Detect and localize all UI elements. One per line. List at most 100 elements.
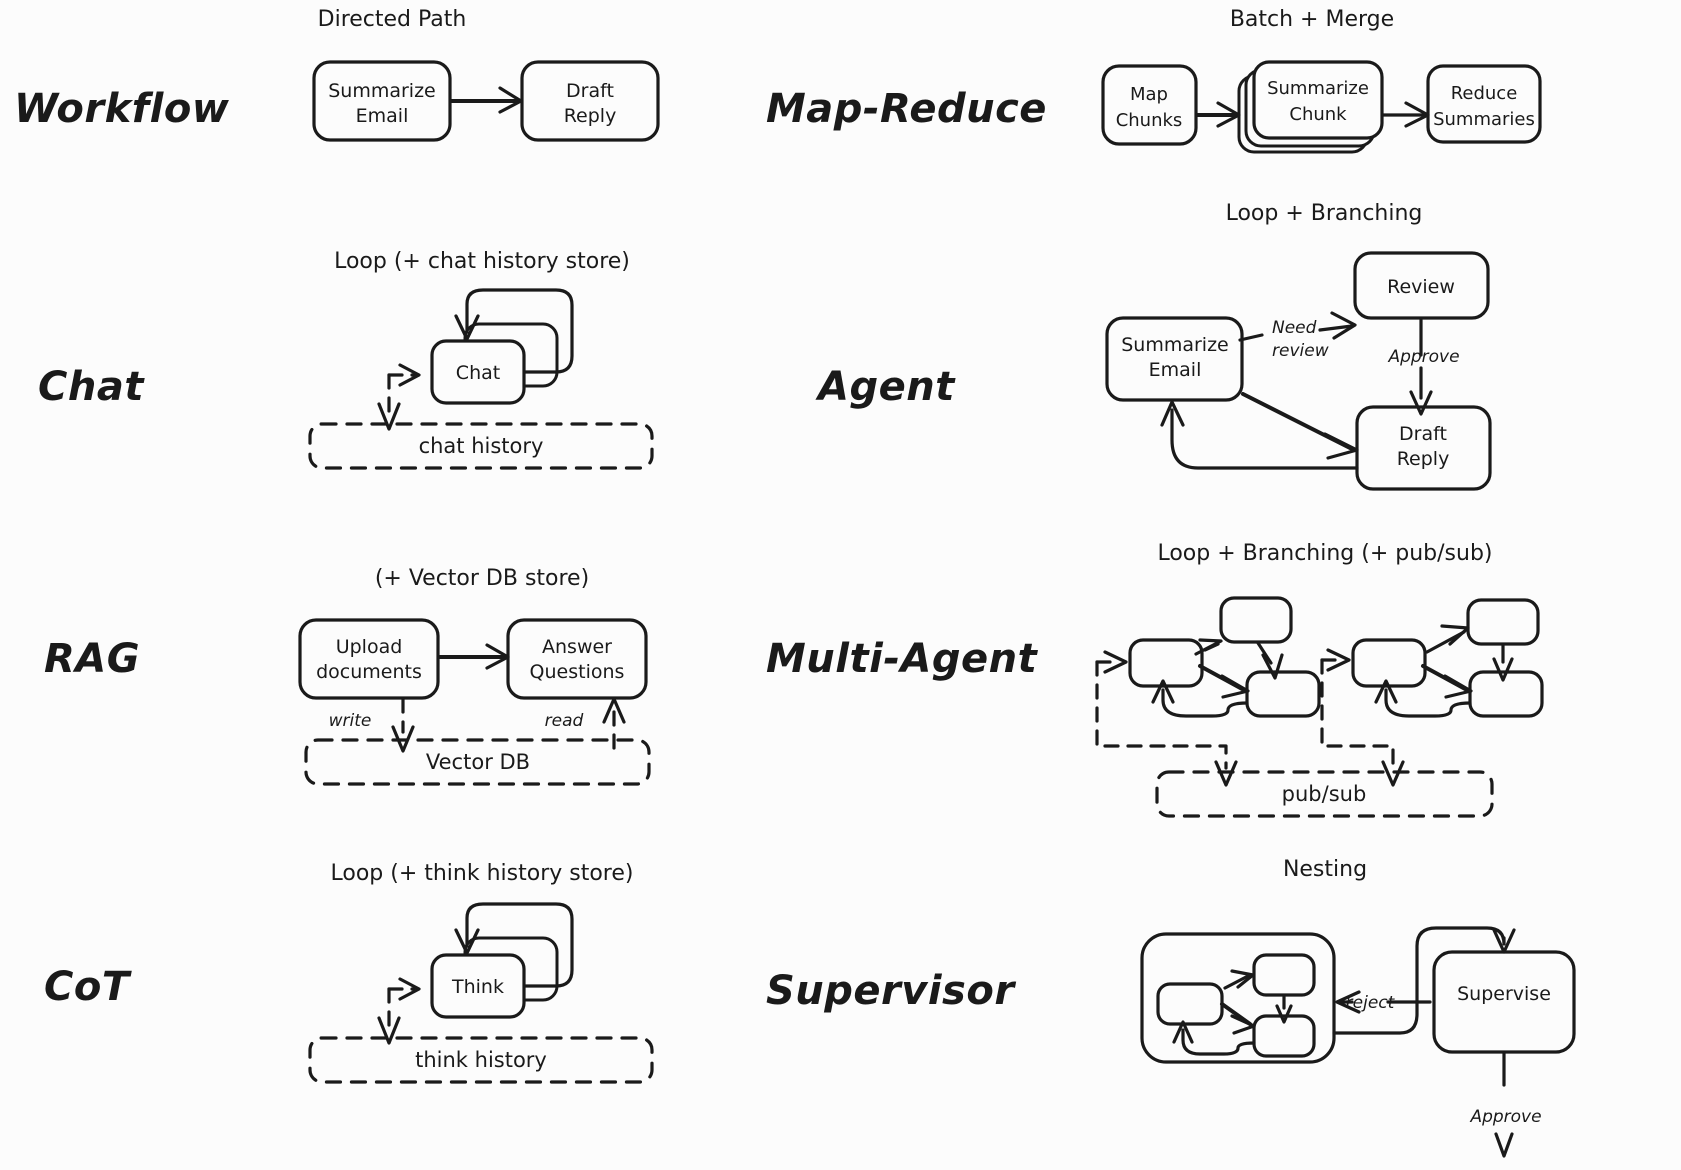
node-draft-reply-line1: Draft xyxy=(566,80,614,102)
arrowhead-think-self-loop xyxy=(454,928,480,955)
edge-label-need-review-line2: review xyxy=(1272,341,1329,361)
arrowhead-sub-main-to-top xyxy=(1230,969,1255,989)
node-answer-questions-line1: Answer xyxy=(542,636,612,658)
arrowhead-a-bottom-to-main xyxy=(1151,679,1175,704)
node-map-chunks-line2: Chunks xyxy=(1116,110,1183,131)
panel-chat: Chat Loop (+ chat history store) Chat ch… xyxy=(38,249,654,470)
arrowhead-sub-top-to-bottom xyxy=(1275,1004,1293,1024)
store-pub-sub[interactable] xyxy=(1155,770,1494,818)
panel-rag: RAG (+ Vector DB store) Upload documents… xyxy=(44,566,651,786)
store-chat-history-label: chat history xyxy=(419,434,544,458)
panel-multi-agent: Multi-Agent Loop + Branching (+ pub/sub) xyxy=(766,541,1544,818)
node-sub-top[interactable] xyxy=(1252,953,1316,997)
node-answer-questions[interactable] xyxy=(506,618,648,700)
edge-think-self-loop xyxy=(465,902,574,988)
caption-chat: Loop (+ chat history store) xyxy=(334,249,630,274)
node-agent-summarize-email[interactable] xyxy=(1105,316,1244,402)
edge-label-approve: Approve xyxy=(1387,347,1459,367)
multi-agent-cluster-a xyxy=(1095,596,1321,787)
arrowhead-b-top-to-bottom xyxy=(1492,657,1514,682)
node-supervise-label: Supervise xyxy=(1457,983,1551,1005)
arrowhead-b-main-to-top xyxy=(1440,624,1470,646)
arrowhead-supervise-approve xyxy=(1494,1132,1514,1158)
caption-supervisor: Nesting xyxy=(1283,857,1367,882)
node-agent-review-label: Review xyxy=(1387,276,1455,298)
store-vector-db[interactable] xyxy=(304,738,651,786)
edge-label-supervisor-approve: Approve xyxy=(1469,1107,1541,1127)
caption-rag: (+ Vector DB store) xyxy=(375,566,589,591)
node-cluster-a-bottom[interactable] xyxy=(1245,670,1321,718)
store-chat-history[interactable] xyxy=(308,422,654,470)
arrowhead-review-to-draft xyxy=(1409,390,1433,416)
arrowhead-think-store-in xyxy=(398,977,421,1001)
panel-cot: CoT Loop (+ think history store) Think t… xyxy=(44,861,654,1084)
node-summarize-chunk-line1: Summarize xyxy=(1267,78,1369,99)
edge-sub-bottom-to-main xyxy=(1181,1028,1256,1056)
node-reduce-summaries[interactable] xyxy=(1426,64,1542,144)
node-cluster-a-top[interactable] xyxy=(1219,596,1293,644)
edge-a-top-to-bottom xyxy=(1256,641,1273,665)
edge-b-bottom-to-main xyxy=(1384,688,1472,718)
arrowhead-map-to-summarize xyxy=(1216,101,1241,128)
arrowhead-summarize-to-draft xyxy=(1323,432,1359,460)
node-summarize-email-line2: Email xyxy=(356,105,409,127)
caption-cot: Loop (+ think history store) xyxy=(330,861,633,886)
edge-draft-to-summarize xyxy=(1170,408,1359,470)
panel-map-reduce: Map-Reduce Batch + Merge Map Chunks Summ… xyxy=(766,7,1542,154)
edge-chat-self-loop xyxy=(465,288,574,374)
store-think-history-label: think history xyxy=(415,1048,547,1072)
arrowhead-chat-self-loop xyxy=(454,314,480,341)
node-reduce-summaries-line2: Summaries xyxy=(1433,109,1535,130)
node-cluster-b-main[interactable] xyxy=(1351,638,1427,688)
node-map-chunks-line1: Map xyxy=(1130,84,1168,105)
node-agent-review[interactable] xyxy=(1353,251,1490,320)
node-upload-documents[interactable] xyxy=(298,618,440,700)
node-think-label: Think xyxy=(451,976,504,998)
node-agent-summarize-email-line1: Summarize xyxy=(1121,334,1229,356)
row-label-multi-agent: Multi-Agent xyxy=(766,636,1039,682)
node-reduce-summaries-line1: Reduce xyxy=(1451,83,1518,104)
node-agent-summarize-email-line2: Email xyxy=(1149,359,1202,381)
arrowhead-sub-bottom-to-main xyxy=(1172,1020,1194,1044)
row-label-supervisor: Supervisor xyxy=(766,968,1016,1014)
store-pub-sub-label: pub/sub xyxy=(1282,782,1367,806)
node-sub-main[interactable] xyxy=(1156,982,1224,1026)
row-label-cot: CoT xyxy=(44,964,132,1010)
arrowhead-think-store-out xyxy=(377,1016,401,1045)
node-draft-reply-line2: Reply xyxy=(564,105,617,127)
arrowhead-write-to-store xyxy=(391,725,415,753)
arrowhead-draft-to-summarize xyxy=(1160,400,1185,427)
edge-label-write: write xyxy=(329,711,372,731)
arrowhead-a-top-to-bottom xyxy=(1261,653,1284,680)
edge-a-bottom-to-main xyxy=(1161,688,1249,718)
caption-workflow: Directed Path xyxy=(318,7,467,32)
store-think-history[interactable] xyxy=(308,1036,654,1084)
arrowhead-summarize-to-review xyxy=(1330,311,1357,340)
edge-b-store-out xyxy=(1320,658,1395,770)
arrowhead-reject xyxy=(1335,990,1361,1014)
row-label-rag: RAG xyxy=(44,636,140,682)
edge-label-reject: reject xyxy=(1346,993,1396,1013)
edge-sub-main-to-top xyxy=(1223,974,1250,990)
multi-agent-cluster-b xyxy=(1320,598,1544,787)
node-cluster-b-bottom[interactable] xyxy=(1468,670,1544,718)
arrowhead-chat-store-in xyxy=(398,363,421,387)
arrowhead-upload-to-answer xyxy=(485,643,510,670)
node-map-chunks[interactable] xyxy=(1101,64,1198,146)
panel-workflow: Workflow Directed Path Summarize Email D… xyxy=(14,7,660,142)
node-summarize-chunk-line2: Chunk xyxy=(1289,104,1347,125)
node-sub-bottom[interactable] xyxy=(1252,1014,1316,1058)
row-label-workflow: Workflow xyxy=(14,86,230,132)
node-summarize-chunk[interactable] xyxy=(1252,60,1384,140)
edge-label-need-review-line1: Need xyxy=(1272,318,1317,338)
row-label-agent: Agent xyxy=(815,364,956,410)
panel-supervisor: Supervisor Nesting Supervise xyxy=(766,857,1576,1158)
node-cluster-b-top[interactable] xyxy=(1466,598,1540,646)
edge-summarize-to-review xyxy=(1318,324,1354,332)
arrowhead-a-store-out xyxy=(1214,760,1238,787)
node-agent-draft-reply-line2: Reply xyxy=(1397,448,1450,470)
node-upload-documents-line1: Upload xyxy=(336,636,403,658)
node-cluster-a-main[interactable] xyxy=(1128,638,1204,688)
